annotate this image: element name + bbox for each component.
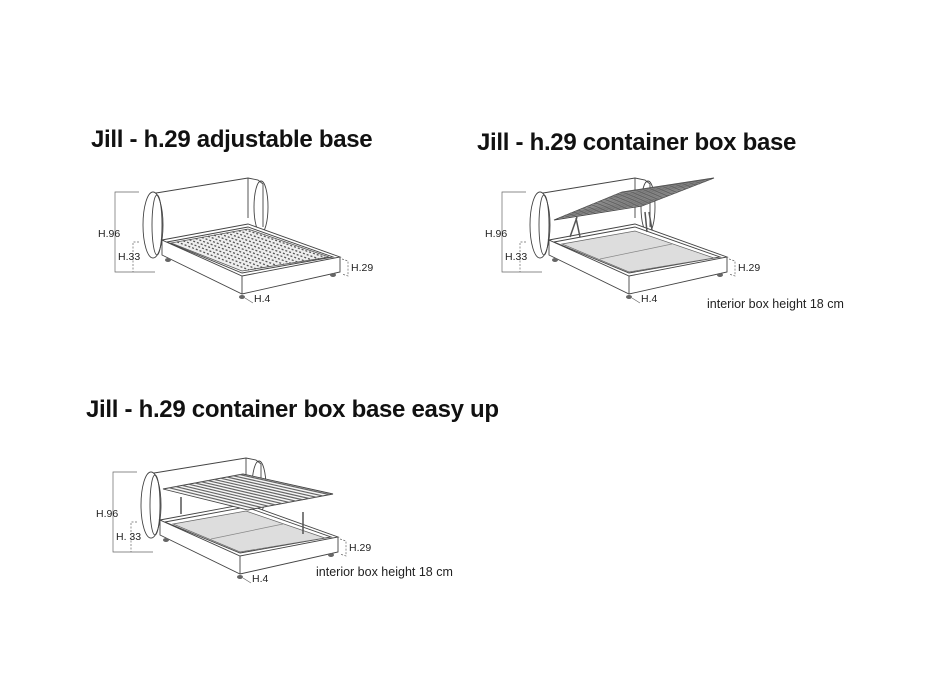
dimension-line-base-height <box>339 538 347 557</box>
base-sides <box>548 240 728 295</box>
slat-row <box>189 239 264 269</box>
dimension-line-base-height <box>728 258 736 277</box>
dimension-line-seat-height <box>130 521 137 552</box>
slat <box>613 180 706 196</box>
foot-height-label: H.4 <box>252 573 269 585</box>
slat-row <box>176 241 250 271</box>
dimension-line-total-height <box>501 191 542 273</box>
bed-foot <box>328 553 334 557</box>
seat-height-label: H. 33 <box>116 531 141 543</box>
slat <box>619 178 712 194</box>
dimension-line-total-height <box>114 191 155 273</box>
seat-height-label: H.33 <box>118 251 140 263</box>
slatted-platform <box>169 228 330 272</box>
slat <box>207 480 296 502</box>
bed-foot <box>552 258 558 262</box>
bed-foot <box>237 575 243 579</box>
base-height-label: H.29 <box>738 262 760 274</box>
dimension-line-total-height <box>112 471 153 553</box>
storage-box-floor <box>560 230 715 273</box>
slat-row <box>183 240 257 270</box>
foot-height-label: H.4 <box>254 293 271 305</box>
slat <box>597 187 689 203</box>
slat-row <box>195 237 271 268</box>
dimension-line-base-height <box>341 258 349 277</box>
bed-foot <box>163 538 169 542</box>
seat-height-label: H.33 <box>505 251 527 263</box>
base-sides <box>159 520 339 575</box>
slat <box>608 183 700 199</box>
slat <box>564 200 654 217</box>
bed-foot <box>626 295 632 299</box>
base-height-label: H.29 <box>349 542 371 554</box>
gas-piston <box>569 211 653 238</box>
bed-foot <box>239 295 245 299</box>
slat <box>220 477 310 500</box>
base-inner-rim <box>165 226 335 274</box>
bed-drawing-container-box-easy-up: H.96 H. 33 H.29H.4 <box>96 457 371 585</box>
bed-foot <box>330 273 336 277</box>
bed-foot <box>717 273 723 277</box>
slat-row <box>226 232 305 262</box>
slat <box>214 478 303 501</box>
left-side-cushion-inner <box>538 194 550 256</box>
dimension-line-seat-height <box>132 241 139 272</box>
slat <box>559 203 648 219</box>
slat-row <box>207 235 284 265</box>
left-side-cushion-inner <box>151 194 163 256</box>
lift-mechanism <box>180 497 304 534</box>
interior-box-height-note: interior box height 18 cm <box>316 565 453 579</box>
section-title-container-box-easy-up: Jill - h.29 container box base easy up <box>86 396 499 423</box>
storage-box-floor <box>171 510 326 553</box>
slat <box>226 476 317 498</box>
slat <box>586 191 677 208</box>
base-inner-rim <box>552 226 722 274</box>
dimension-line-foot-height <box>242 577 252 584</box>
slat-row <box>232 231 312 261</box>
base-sides <box>161 240 341 295</box>
total-height-label: H.96 <box>485 228 507 240</box>
total-height-label: H.96 <box>98 228 120 240</box>
total-height-label: H.96 <box>96 508 118 520</box>
slat <box>233 475 323 497</box>
dimension-line-foot-height <box>244 297 254 304</box>
left-side-cushion <box>529 191 551 259</box>
bed-drawing-adjustable-base: H.96H.33H.29H.4 <box>98 177 373 305</box>
slat-row <box>213 234 291 264</box>
right-side-cushion <box>253 180 269 234</box>
foot-height-label: H.4 <box>641 293 658 305</box>
slat <box>602 185 694 201</box>
bed-drawing-container-box-base: H.96H.33H.29H.4 <box>485 177 760 305</box>
slat <box>570 198 660 214</box>
left-side-cushion <box>140 471 162 539</box>
headboard-outline <box>149 177 264 227</box>
storage-floor-seam <box>210 523 284 540</box>
section-title-adjustable-base: Jill - h.29 adjustable base <box>91 126 373 153</box>
base-inner-rim <box>163 506 333 554</box>
slat <box>175 486 262 509</box>
slat <box>182 484 269 507</box>
slat-row <box>220 233 298 263</box>
left-side-cushion-inner <box>149 474 161 536</box>
dimension-line-foot-height <box>631 297 641 304</box>
slat <box>575 196 666 212</box>
slat <box>581 194 671 210</box>
left-side-cushion <box>142 191 164 259</box>
slat <box>188 483 276 506</box>
slat <box>169 487 255 510</box>
slat <box>194 482 283 505</box>
bed-foot <box>165 258 171 262</box>
dimension-line-seat-height <box>519 241 526 272</box>
slat <box>239 474 330 496</box>
slat <box>591 189 683 205</box>
slat <box>201 481 289 503</box>
base-height-label: H.29 <box>351 262 373 274</box>
interior-box-height-note: interior box height 18 cm <box>707 297 844 311</box>
storage-floor-seam <box>599 243 673 260</box>
slat-row <box>201 236 278 267</box>
section-title-container-box-base: Jill - h.29 container box base <box>477 129 797 156</box>
